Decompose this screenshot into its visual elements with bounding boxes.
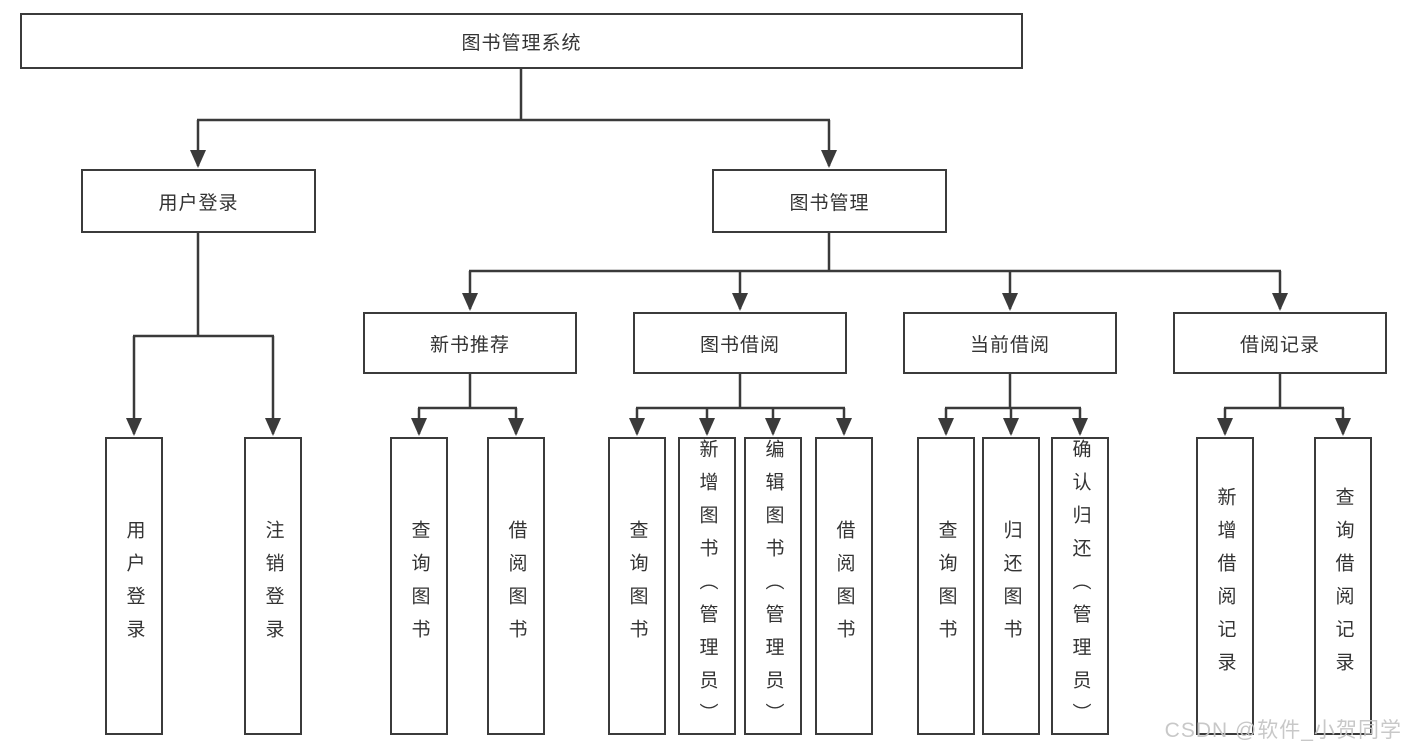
leaf-return-books: 归还图书: [982, 437, 1040, 735]
csdn-watermark: CSDN @软件_小贺同学: [1164, 719, 1402, 742]
node-root: 图书管理系统: [20, 13, 1023, 69]
edge-newbooks-to-leaves: [411, 374, 524, 436]
leaf-query-borrow-record: 查询借阅记录: [1314, 437, 1372, 735]
leaf-query-books-current: 查询图书: [917, 437, 975, 735]
edge-borrow-to-leaves: [629, 374, 852, 436]
leaf-user-login: 用户登录: [105, 437, 163, 735]
leaf-borrow-books: 借阅图书: [815, 437, 873, 735]
leaf-logout: 注销登录: [244, 437, 302, 735]
leaf-add-book-admin: 新增图书（管理员）: [678, 437, 736, 736]
edge-records-to-leaves: [1217, 374, 1351, 436]
node-borrow-records: 借阅记录: [1173, 312, 1387, 374]
leaf-query-books-recommend: 查询图书: [390, 437, 448, 735]
leaf-borrow-books-recommend: 借阅图书: [487, 437, 545, 735]
node-user-login: 用户登录: [81, 169, 316, 233]
leaf-add-borrow-record: 新增借阅记录: [1196, 437, 1254, 735]
node-book-management: 图书管理: [712, 169, 947, 233]
leaf-confirm-return-admin: 确认归还（管理员）: [1051, 437, 1109, 736]
node-current-borrow: 当前借阅: [903, 312, 1117, 374]
edge-login-to-leaves: [126, 233, 281, 436]
edge-current-to-leaves: [938, 374, 1088, 436]
node-new-book-recommend: 新书推荐: [363, 312, 577, 374]
leaf-query-books-borrow: 查询图书: [608, 437, 666, 735]
node-book-borrow: 图书借阅: [633, 312, 847, 374]
edge-bookmgmt-to-level3: [462, 233, 1288, 311]
edge-root-to-level2: [190, 69, 837, 168]
leaf-edit-book-admin: 编辑图书（管理员）: [744, 437, 802, 736]
